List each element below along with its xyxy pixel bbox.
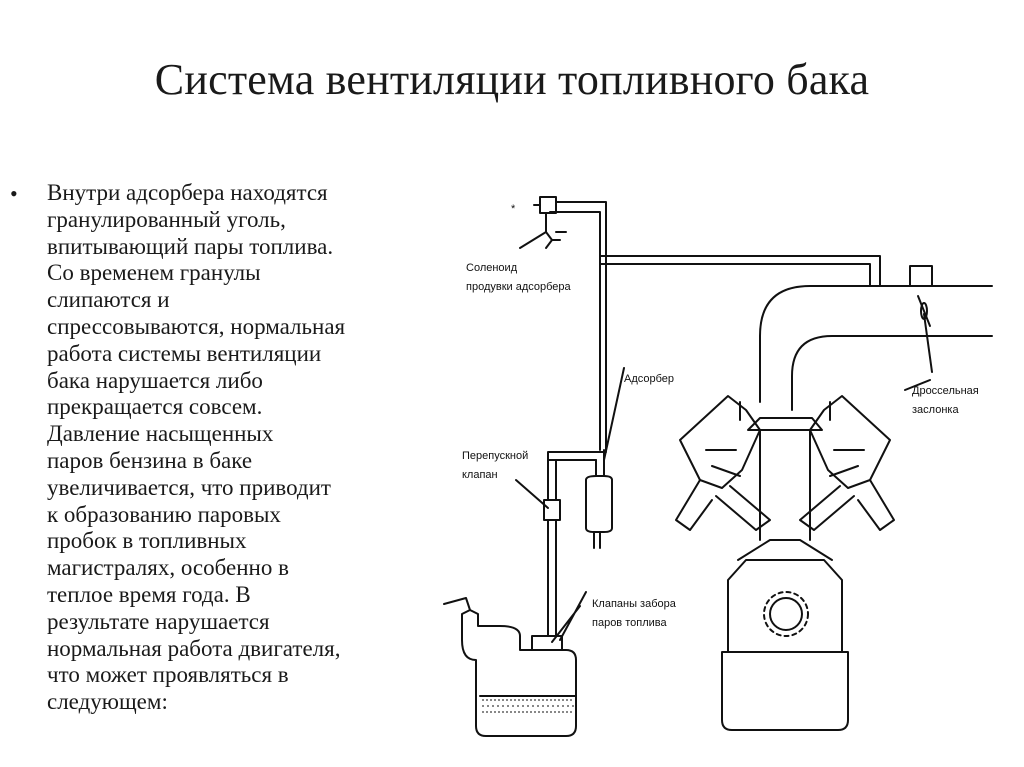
solenoid-valve	[533, 196, 557, 249]
slide-title: Система вентиляции топливного бака	[154, 55, 870, 104]
purge-line-top	[549, 201, 881, 451]
bullet-marker: •	[10, 181, 18, 206]
engine-block	[675, 395, 895, 731]
fuel-tank	[443, 597, 577, 737]
intake-pipe	[759, 265, 993, 411]
label-adsorber: Адсорбер	[624, 373, 674, 385]
label-vapor-valves-line2: паров топлива	[592, 617, 667, 629]
fuel-vapor-system-diagram: * Соленоид продувки адсорбера Адсорбер П…	[443, 196, 993, 737]
label-bypass-line1: Перепускной	[462, 450, 528, 462]
bullet-paragraph: Внутри адсорбера находятся гранулированн…	[47, 180, 346, 715]
adsorber-canister	[585, 449, 613, 549]
label-solenoid-line2: продувки адсорбера	[466, 281, 572, 293]
label-solenoid-line1: Соленоид	[466, 262, 518, 274]
bypass-valve	[543, 499, 561, 521]
bypass-line	[547, 231, 607, 637]
asterisk-mark: *	[511, 203, 516, 215]
label-vapor-valves-line1: Клапаны забора	[592, 598, 677, 610]
label-bypass-line2: клапан	[462, 469, 498, 481]
label-throttle-line1: Дроссельная	[912, 385, 979, 397]
label-throttle-line2: заслонка	[912, 404, 959, 416]
